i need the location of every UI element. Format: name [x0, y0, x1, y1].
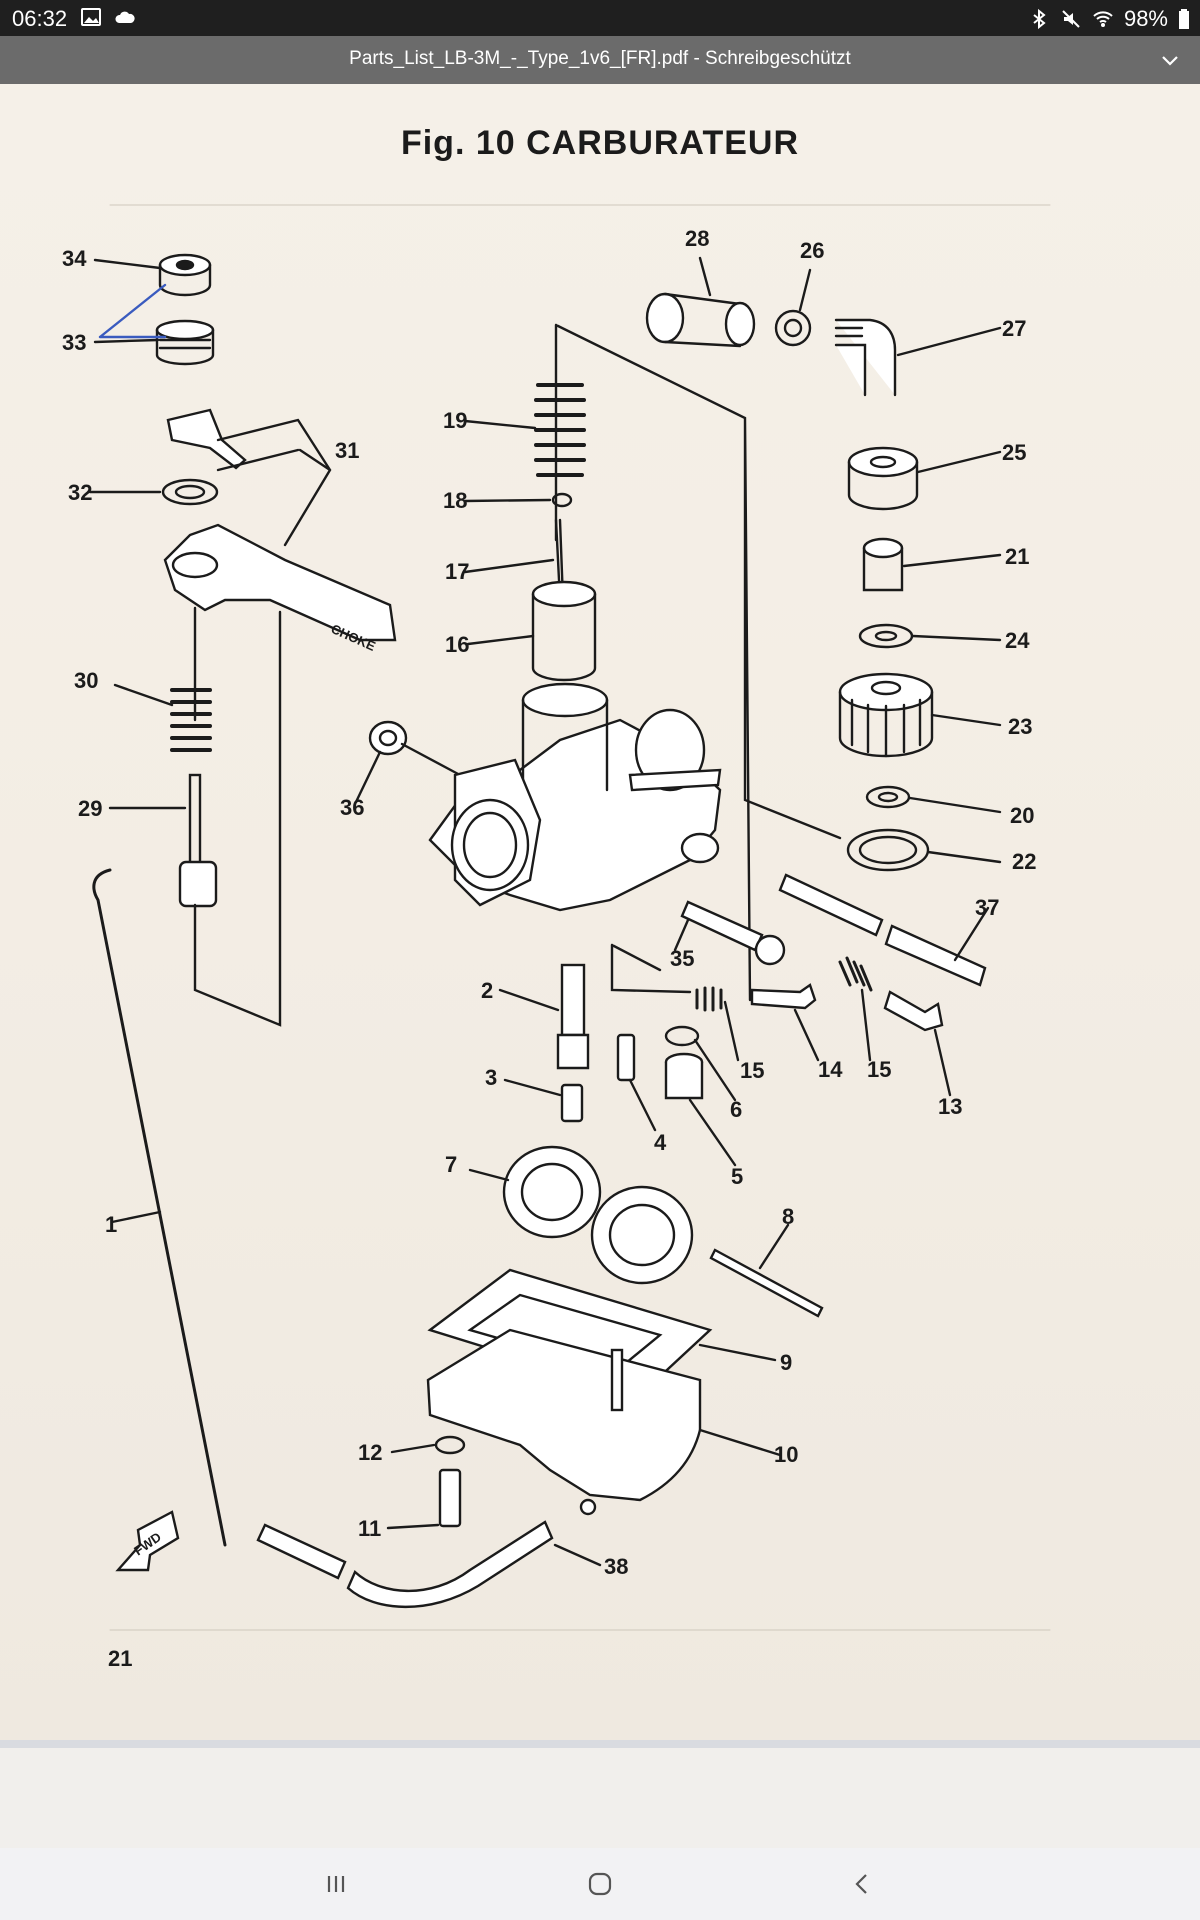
- part-label: 19: [443, 408, 467, 433]
- part-label: 26: [800, 238, 824, 263]
- image-icon: [81, 8, 101, 26]
- part-3-jet: [560, 1083, 584, 1123]
- part-25-cap: [847, 446, 919, 511]
- part-label: 9: [780, 1350, 792, 1375]
- part-label: 6: [730, 1097, 742, 1122]
- part-22-ring: [846, 828, 930, 872]
- part-label: 21: [1005, 544, 1029, 569]
- chevron-down-icon[interactable]: [1158, 48, 1182, 72]
- part-12-washer: [434, 1435, 466, 1455]
- part-31-lever: [163, 408, 397, 642]
- part-label: 8: [782, 1204, 794, 1229]
- part-20-ring: [865, 785, 911, 809]
- part-label: 30: [74, 668, 98, 693]
- part-33-adjuster: [155, 319, 215, 366]
- part-label: 16: [445, 632, 469, 657]
- bluetooth-icon: [1033, 8, 1046, 30]
- status-bar: 06:32 98%: [0, 0, 1200, 36]
- part-11-screw: [438, 1468, 462, 1528]
- part-label: 2: [481, 978, 493, 1003]
- part-label: 31: [335, 438, 359, 463]
- part-label: 4: [654, 1130, 667, 1155]
- part-label: 14: [818, 1057, 843, 1082]
- part-26-ring: [774, 309, 812, 347]
- part-label: 11: [358, 1516, 381, 1541]
- part-label: 22: [1012, 849, 1036, 874]
- part-label: 33: [62, 330, 86, 355]
- mute-icon: [1062, 10, 1080, 28]
- battery-percent: 98%: [1123, 6, 1168, 31]
- part-2-holder: [556, 963, 590, 1070]
- carburetor-body: [428, 682, 722, 912]
- part-23-nut: [838, 672, 934, 758]
- figure-title: Fig. 10 CARBURATEUR: [400, 124, 800, 162]
- exploded-parts-diagram: CHOKE FWD 34 33 31 32 30 29 1 28 26 27 2…: [62, 204, 1051, 1631]
- part-19-spring: [534, 383, 586, 477]
- part-28-tube: [645, 292, 756, 348]
- part-label: 17: [445, 559, 469, 584]
- part-24-washer: [858, 623, 914, 649]
- part-27-elbow: [834, 318, 897, 397]
- status-icons-left: [80, 6, 136, 28]
- part-label: 15: [867, 1057, 891, 1082]
- part-label: 29: [78, 796, 102, 821]
- next-pdf-page[interactable]: [0, 1748, 1200, 1848]
- part-label: 10: [774, 1442, 798, 1467]
- wifi-icon: [1093, 11, 1113, 27]
- part-label: 35: [670, 946, 694, 971]
- part-label: 18: [443, 488, 467, 513]
- document-title-bar[interactable]: Parts_List_LB-3M_-_Type_1v6_[FR].pdf - S…: [0, 36, 1200, 84]
- part-35-screw: [680, 900, 786, 966]
- part-32-washer: [161, 478, 219, 506]
- status-time: 06:32: [12, 6, 68, 31]
- part-34-cap: [158, 253, 212, 297]
- page-separator: [0, 1740, 1200, 1748]
- part-37-tubes: [778, 873, 987, 987]
- part-38-hose: [256, 1498, 597, 1608]
- part-30-spring: [170, 688, 212, 752]
- part-label: 34: [62, 246, 87, 271]
- part-14-screw: [750, 983, 817, 1010]
- part-36-cap: [354, 720, 462, 804]
- part-label: 24: [1005, 628, 1030, 653]
- part-21-plug: [862, 537, 904, 592]
- battery-icon: [1179, 9, 1189, 29]
- part-label: 36: [340, 795, 364, 820]
- part-18-clip: [551, 492, 573, 508]
- part-label: 5: [731, 1164, 743, 1189]
- part-15-spring-a: [695, 986, 723, 1012]
- part-label: 20: [1010, 803, 1034, 828]
- part-16-slide: [531, 580, 597, 682]
- part-label: 7: [445, 1152, 457, 1177]
- recent-apps-icon[interactable]: [320, 1868, 352, 1900]
- part-label: 13: [938, 1094, 962, 1119]
- back-icon[interactable]: [846, 1868, 878, 1900]
- part-label: 32: [68, 480, 92, 505]
- part-label: 23: [1008, 714, 1032, 739]
- part-6-ring: [664, 1025, 700, 1047]
- part-29-plunger: [178, 773, 218, 908]
- part-15-spring-b: [838, 956, 873, 992]
- part-label: 37: [975, 895, 999, 920]
- part-label: 3: [485, 1065, 497, 1090]
- part-4-jet: [616, 1033, 636, 1082]
- page-number: 21: [108, 1646, 133, 1671]
- part-7-float: [502, 1145, 694, 1285]
- status-icons-right: 98%: [1028, 6, 1190, 32]
- home-icon[interactable]: [584, 1868, 616, 1900]
- part-13-screw: [883, 990, 944, 1032]
- cloud-icon: [115, 11, 135, 23]
- document-title: Parts_List_LB-3M_-_Type_1v6_[FR].pdf - S…: [349, 48, 851, 69]
- part-label: 28: [685, 226, 709, 251]
- part-label: 15: [740, 1058, 764, 1083]
- part-5-plug: [664, 1052, 704, 1100]
- navigation-bar: [0, 1848, 1200, 1920]
- part-label: 25: [1002, 440, 1026, 465]
- part-label: 27: [1002, 316, 1026, 341]
- part-8-pin: [709, 1248, 824, 1318]
- part-label: 12: [358, 1440, 382, 1465]
- part-label: 1: [105, 1212, 117, 1237]
- part-label: 38: [604, 1554, 628, 1579]
